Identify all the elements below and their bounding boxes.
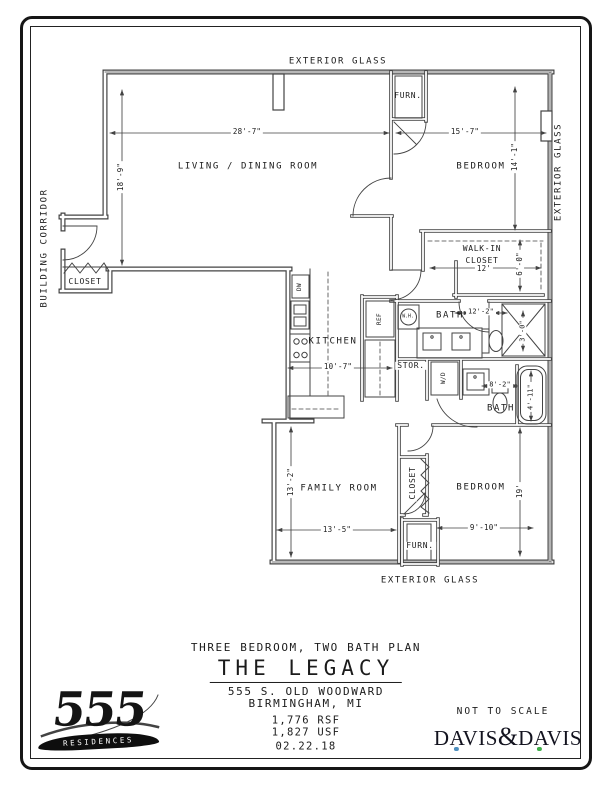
label-water-heater: W.H.	[402, 314, 414, 320]
not-to-scale-note: NOT TO SCALE	[456, 706, 550, 718]
dim-bath-main-width: 12'-2"	[466, 307, 496, 316]
dim-bedroom-bottom-width: 9'-10"	[467, 523, 501, 533]
label-refrigerator: REF	[375, 310, 384, 328]
room-label-bedroom-top: BEDROOM	[456, 161, 506, 172]
label-exterior-glass-top: EXTERIOR GLASS	[288, 56, 388, 67]
dim-bedroom-top-height: 14'-1"	[510, 140, 520, 174]
dim-walk-in-depth: 6'-0"	[515, 250, 525, 278]
room-label-bath-second: BATH	[486, 403, 516, 414]
residences-logo-label: RESIDENCES	[62, 735, 135, 748]
page-border-inner	[30, 26, 581, 759]
dim-family-height: 13'-2"	[286, 465, 296, 499]
room-label-walk-in-2: CLOSET	[463, 255, 501, 266]
dim-bedroom-bottom-height: 19'	[515, 481, 525, 501]
dim-bedroom-top-width: 15'-7"	[448, 127, 482, 137]
room-label-closet-entry: CLOSET	[68, 276, 102, 286]
firm-ampersand: &	[497, 722, 519, 751]
room-label-bedroom-bottom: BEDROOM	[456, 482, 506, 493]
label-washer-dryer: W/D	[439, 369, 448, 387]
firm-blue-dot	[453, 746, 459, 751]
page-title: THE LEGACY	[209, 657, 403, 684]
firm-logo: DAVIS&DAVIS	[434, 722, 582, 752]
dim-living-width: 28'-7"	[230, 127, 264, 137]
room-label-family-room: FAMILY ROOM	[300, 483, 378, 494]
firm-name-right: DAVIS	[518, 726, 583, 750]
firm-green-dot	[536, 746, 542, 751]
room-label-kitchen: KITCHEN	[308, 336, 358, 347]
room-label-walk-in-1: WALK-IN	[460, 243, 504, 254]
dim-tub: 4'-11"	[526, 382, 535, 412]
dim-living-height: 18'-9"	[116, 160, 126, 194]
page-border-outer	[20, 16, 592, 770]
label-dishwasher: DW	[295, 282, 303, 292]
address-line-2: BIRMINGHAM, MI	[248, 697, 364, 711]
firm-name-left: DAVIS	[433, 726, 498, 750]
label-exterior-glass-right: EXTERIOR GLASS	[553, 122, 564, 222]
dim-shower: 3'-0"	[518, 318, 527, 344]
room-label-bath-main: BATH	[435, 310, 465, 321]
plan-date: 02.22.18	[275, 740, 337, 753]
dim-family-width: 13'-5"	[320, 525, 354, 535]
label-furnace-bottom: FURN.	[404, 540, 436, 551]
area-rsf: 1,776 RSF	[271, 714, 341, 727]
label-storage: STOR.	[395, 360, 427, 371]
plan-type-heading: THREE BEDROOM, TWO BATH PLAN	[190, 641, 422, 655]
residences-logo-number: 555	[49, 682, 149, 738]
address-line-1: 555 S. OLD WOODWARD	[227, 685, 385, 699]
room-label-living-dining: LIVING / DINING ROOM	[177, 161, 319, 172]
dim-kitchen-width: 10'-7"	[321, 362, 355, 372]
room-label-closet-bedroom: CLOSET	[407, 464, 418, 502]
label-exterior-glass-bottom: EXTERIOR GLASS	[380, 575, 480, 586]
dim-bath-second-width: 8'-2"	[487, 380, 513, 389]
dim-walk-in-width: 12'	[474, 264, 494, 274]
label-building-corridor: BUILDING CORRIDOR	[39, 188, 50, 308]
label-furnace-top: FURN.	[394, 90, 422, 100]
area-usf: 1,827 USF	[271, 726, 341, 739]
